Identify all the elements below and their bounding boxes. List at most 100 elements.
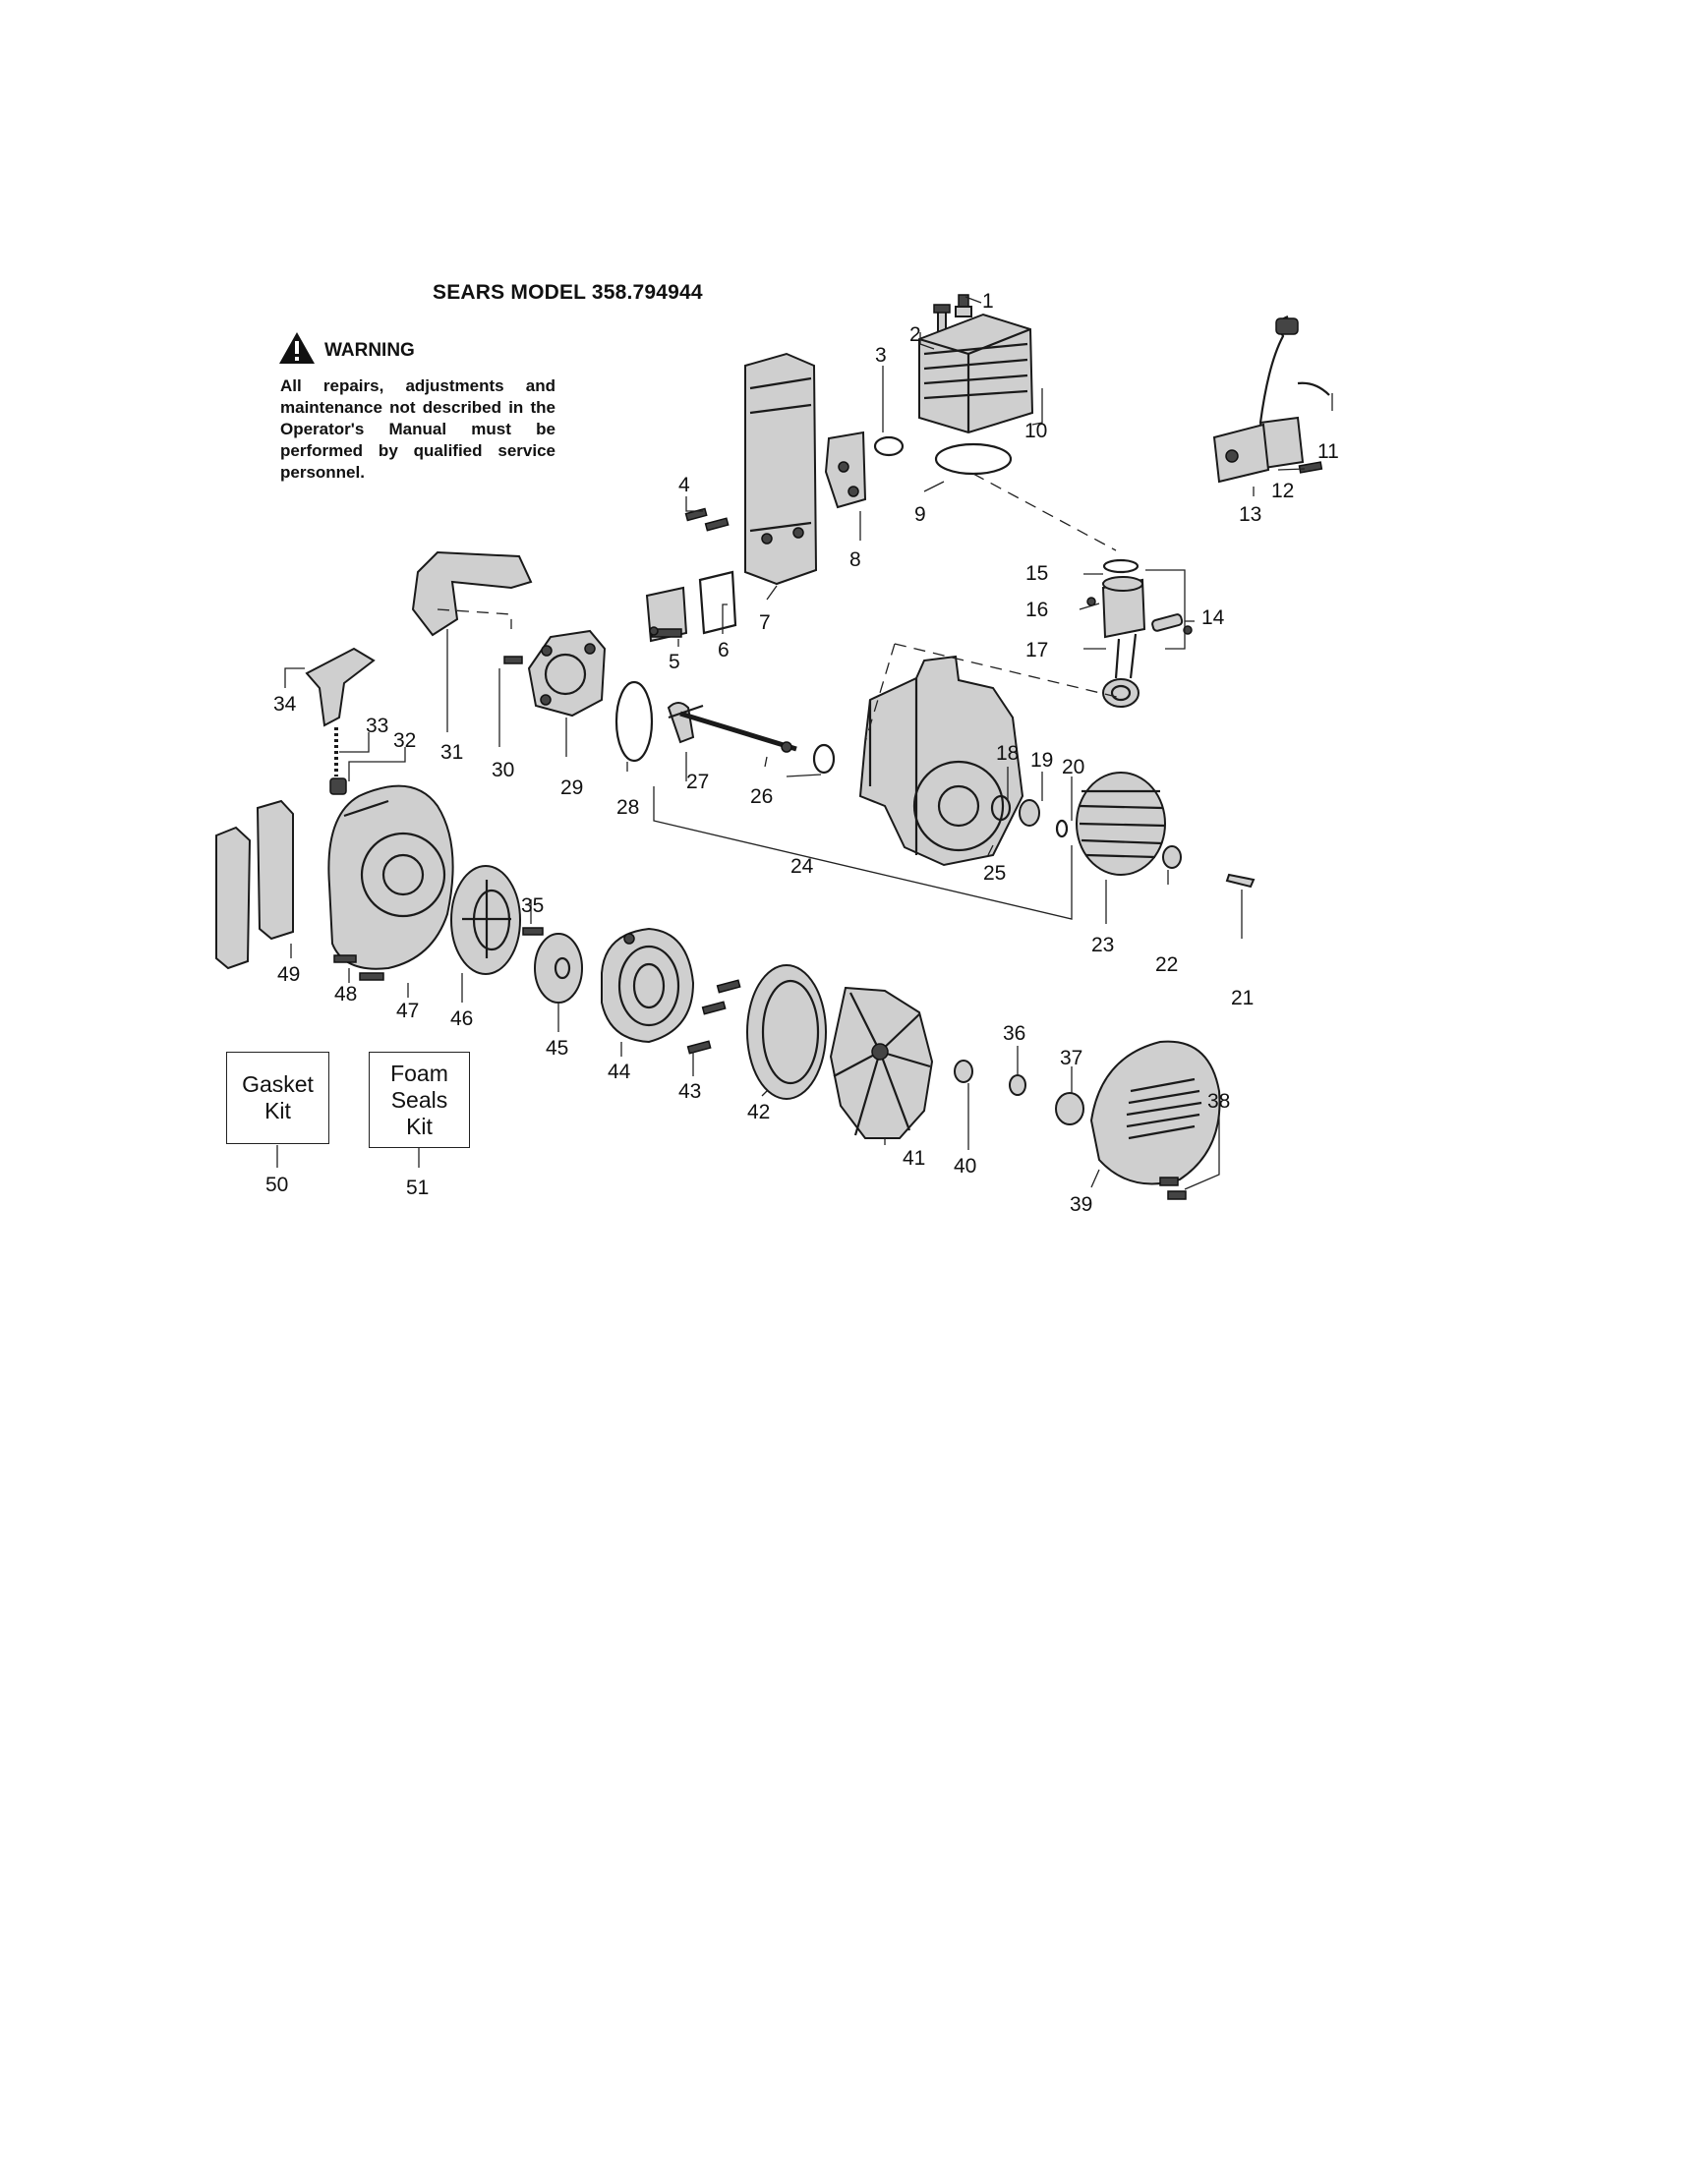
label-33: 33 [366, 715, 388, 737]
label-14: 14 [1201, 606, 1225, 629]
label-40: 40 [954, 1155, 976, 1178]
label-38: 38 [1207, 1090, 1230, 1113]
label-42: 42 [747, 1101, 770, 1123]
label-13: 13 [1239, 503, 1261, 526]
label-51: 51 [406, 1177, 429, 1199]
part-spark-arrestor [645, 586, 688, 643]
part-cover-screws [1159, 1177, 1187, 1200]
label-39: 39 [1070, 1193, 1092, 1216]
label-16: 16 [1025, 599, 1048, 621]
part-bearing-seal [990, 794, 1012, 822]
label-43: 43 [678, 1080, 701, 1103]
label-10: 10 [1024, 420, 1047, 442]
part-primer-bulb [305, 647, 376, 727]
part-crankcase [858, 655, 1024, 867]
label-34: 34 [273, 693, 297, 716]
label-24: 24 [790, 855, 814, 878]
part-woodruff-key [1055, 819, 1069, 838]
part-pin-clip [1086, 597, 1096, 606]
label-20: 20 [1062, 756, 1084, 778]
part-adjust-nut [329, 777, 347, 795]
part-heat-shield [824, 431, 867, 509]
label-1: 1 [982, 290, 994, 313]
label-44: 44 [608, 1061, 631, 1083]
label-46: 46 [450, 1007, 473, 1030]
part-bearing [1019, 799, 1040, 827]
part-handle-bracket [411, 550, 533, 637]
part-impeller-washer [954, 1060, 973, 1083]
leader-lines [276, 296, 1333, 1190]
part-flywheel [1076, 772, 1166, 876]
part-carb-screw [503, 656, 523, 664]
label-29: 29 [560, 776, 583, 799]
part-wrist-pin [1151, 613, 1184, 632]
label-5: 5 [669, 651, 680, 673]
part-recoil-starter [601, 927, 695, 1044]
label-36: 36 [1003, 1022, 1025, 1045]
part-starter-washer [534, 933, 583, 1004]
part-flywheel-key [1225, 873, 1256, 889]
part-flywheel-nut [1162, 845, 1182, 869]
label-17: 17 [1025, 639, 1048, 661]
gasket-kit-box: Gasket Kit [226, 1052, 329, 1144]
part-base-gasket [934, 442, 1013, 476]
dashed-assembly-lines [437, 473, 1122, 743]
label-8: 8 [849, 548, 861, 571]
label-3: 3 [875, 344, 887, 367]
label-37: 37 [1060, 1047, 1082, 1069]
label-25: 25 [983, 862, 1006, 885]
part-cap-nut [1055, 1092, 1084, 1125]
label-7: 7 [759, 611, 771, 634]
label-2: 2 [909, 323, 921, 346]
part-impeller-nut [1009, 1074, 1026, 1096]
part-fan-ring [746, 964, 827, 1100]
part-crank-seal [812, 743, 836, 775]
part-foam-seals [215, 799, 294, 970]
label-45: 45 [546, 1037, 568, 1060]
page-title: SEARS MODEL 358.794944 [433, 281, 703, 304]
warning-text: All repairs, adjustments and maintenance… [280, 376, 555, 482]
warning-heading: WARNING [324, 340, 415, 361]
label-22: 22 [1155, 953, 1178, 976]
part-muffler [744, 352, 818, 586]
part-spark-plug [955, 294, 972, 317]
part-ignition-module [1212, 315, 1330, 484]
part-muffler-screws [684, 507, 730, 532]
label-49: 49 [277, 963, 300, 986]
part-piston [1101, 576, 1146, 708]
label-18: 18 [996, 742, 1019, 765]
part-starter-screws [686, 979, 741, 1055]
label-15: 15 [1025, 562, 1048, 585]
part-pulley-screw [522, 927, 544, 936]
label-41: 41 [903, 1147, 925, 1170]
part-carburetor [527, 629, 607, 718]
foam-seals-kit-box: Foam Seals Kit [369, 1052, 470, 1148]
part-module-screw [1298, 461, 1323, 474]
label-12: 12 [1271, 480, 1294, 502]
label-28: 28 [616, 796, 639, 819]
part-impeller [829, 986, 934, 1139]
label-35: 35 [521, 894, 544, 917]
label-23: 23 [1091, 934, 1114, 956]
part-cylinder [918, 313, 1034, 434]
label-48: 48 [334, 983, 357, 1006]
label-6: 6 [718, 639, 730, 661]
part-crankshaft [667, 702, 797, 753]
part-exhaust-gasket [873, 435, 905, 457]
part-blower-cover [1089, 1040, 1221, 1185]
label-4: 4 [678, 474, 690, 496]
part-starter-pulley [450, 865, 521, 975]
part-housing-bolts [333, 954, 384, 981]
part-number-labels: 1 2 3 4 5 6 7 8 9 10 11 12 13 14 15 16 1… [265, 290, 1339, 1216]
label-26: 26 [750, 785, 773, 808]
warning-icon [279, 332, 315, 364]
part-o-ring [614, 680, 654, 763]
part-muffler-gasket [698, 570, 737, 635]
label-9: 9 [914, 503, 926, 526]
label-32: 32 [393, 729, 416, 752]
label-27: 27 [686, 771, 709, 793]
label-30: 30 [492, 759, 514, 781]
label-47: 47 [396, 1000, 419, 1022]
label-50: 50 [265, 1174, 288, 1196]
